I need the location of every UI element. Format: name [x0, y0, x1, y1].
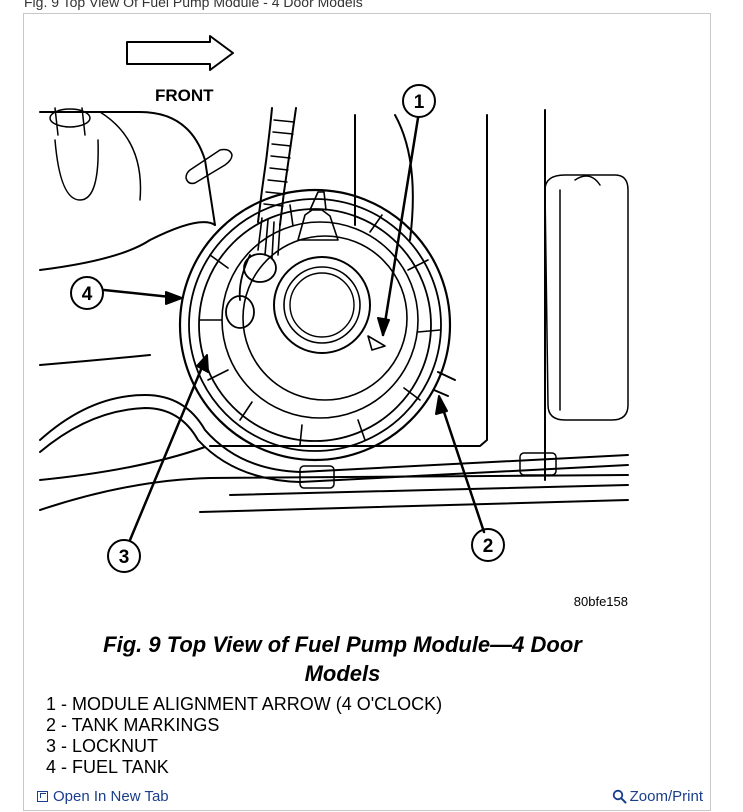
fuel-tank-outline: [39, 111, 414, 241]
locknut-ring: [178, 188, 452, 462]
figure-title-line2: Models: [304, 661, 381, 686]
bottom-action-bar: Open In New Tab Zoom/Print: [23, 784, 711, 810]
callout-2: 2: [483, 536, 494, 557]
legend-item-1: 1 - MODULE ALIGNMENT ARROW (4 O'CLOCK): [46, 694, 443, 714]
leader-3: [128, 358, 207, 542]
open-new-tab-link[interactable]: Open In New Tab: [37, 788, 169, 805]
figure-frame: [23, 13, 711, 811]
open-new-tab-label: Open In New Tab: [53, 788, 169, 805]
legend: 1 - MODULE ALIGNMENT ARROW (4 O'CLOCK) 2…: [46, 694, 442, 778]
module-center: [273, 256, 371, 354]
callout-1: 1: [414, 92, 425, 113]
zoom-print-link[interactable]: Zoom/Print: [612, 788, 703, 805]
legend-item-2: 2 - TANK MARKINGS: [46, 715, 220, 735]
figure-title: Fig. 9 Top View of Fuel Pump Module—4 Do…: [40, 630, 645, 688]
callout-4: 4: [82, 284, 93, 305]
magnifier-icon: [612, 789, 627, 804]
leader-1: [381, 116, 420, 337]
open-new-tab-icon: [37, 791, 48, 802]
legend-item-3: 3 - LOCKNUT: [46, 736, 159, 756]
tank-markings: [433, 371, 456, 397]
legend-item-4: 4 - FUEL TANK: [46, 757, 169, 777]
zoom-print-label: Zoom/Print: [629, 788, 703, 805]
front-label: FRONT: [155, 86, 214, 105]
front-arrow: [126, 35, 234, 71]
top-caption: Fig. 9 Top View Of Fuel Pump Module - 4 …: [24, 0, 363, 10]
callout-3: 3: [119, 547, 130, 568]
figure-title-line1: Fig. 9 Top View of Fuel Pump Module—4 Do…: [103, 632, 582, 657]
diagram-code: 80bfe158: [574, 594, 628, 609]
wiring-harness: [257, 107, 297, 226]
leader-2: [438, 398, 486, 534]
